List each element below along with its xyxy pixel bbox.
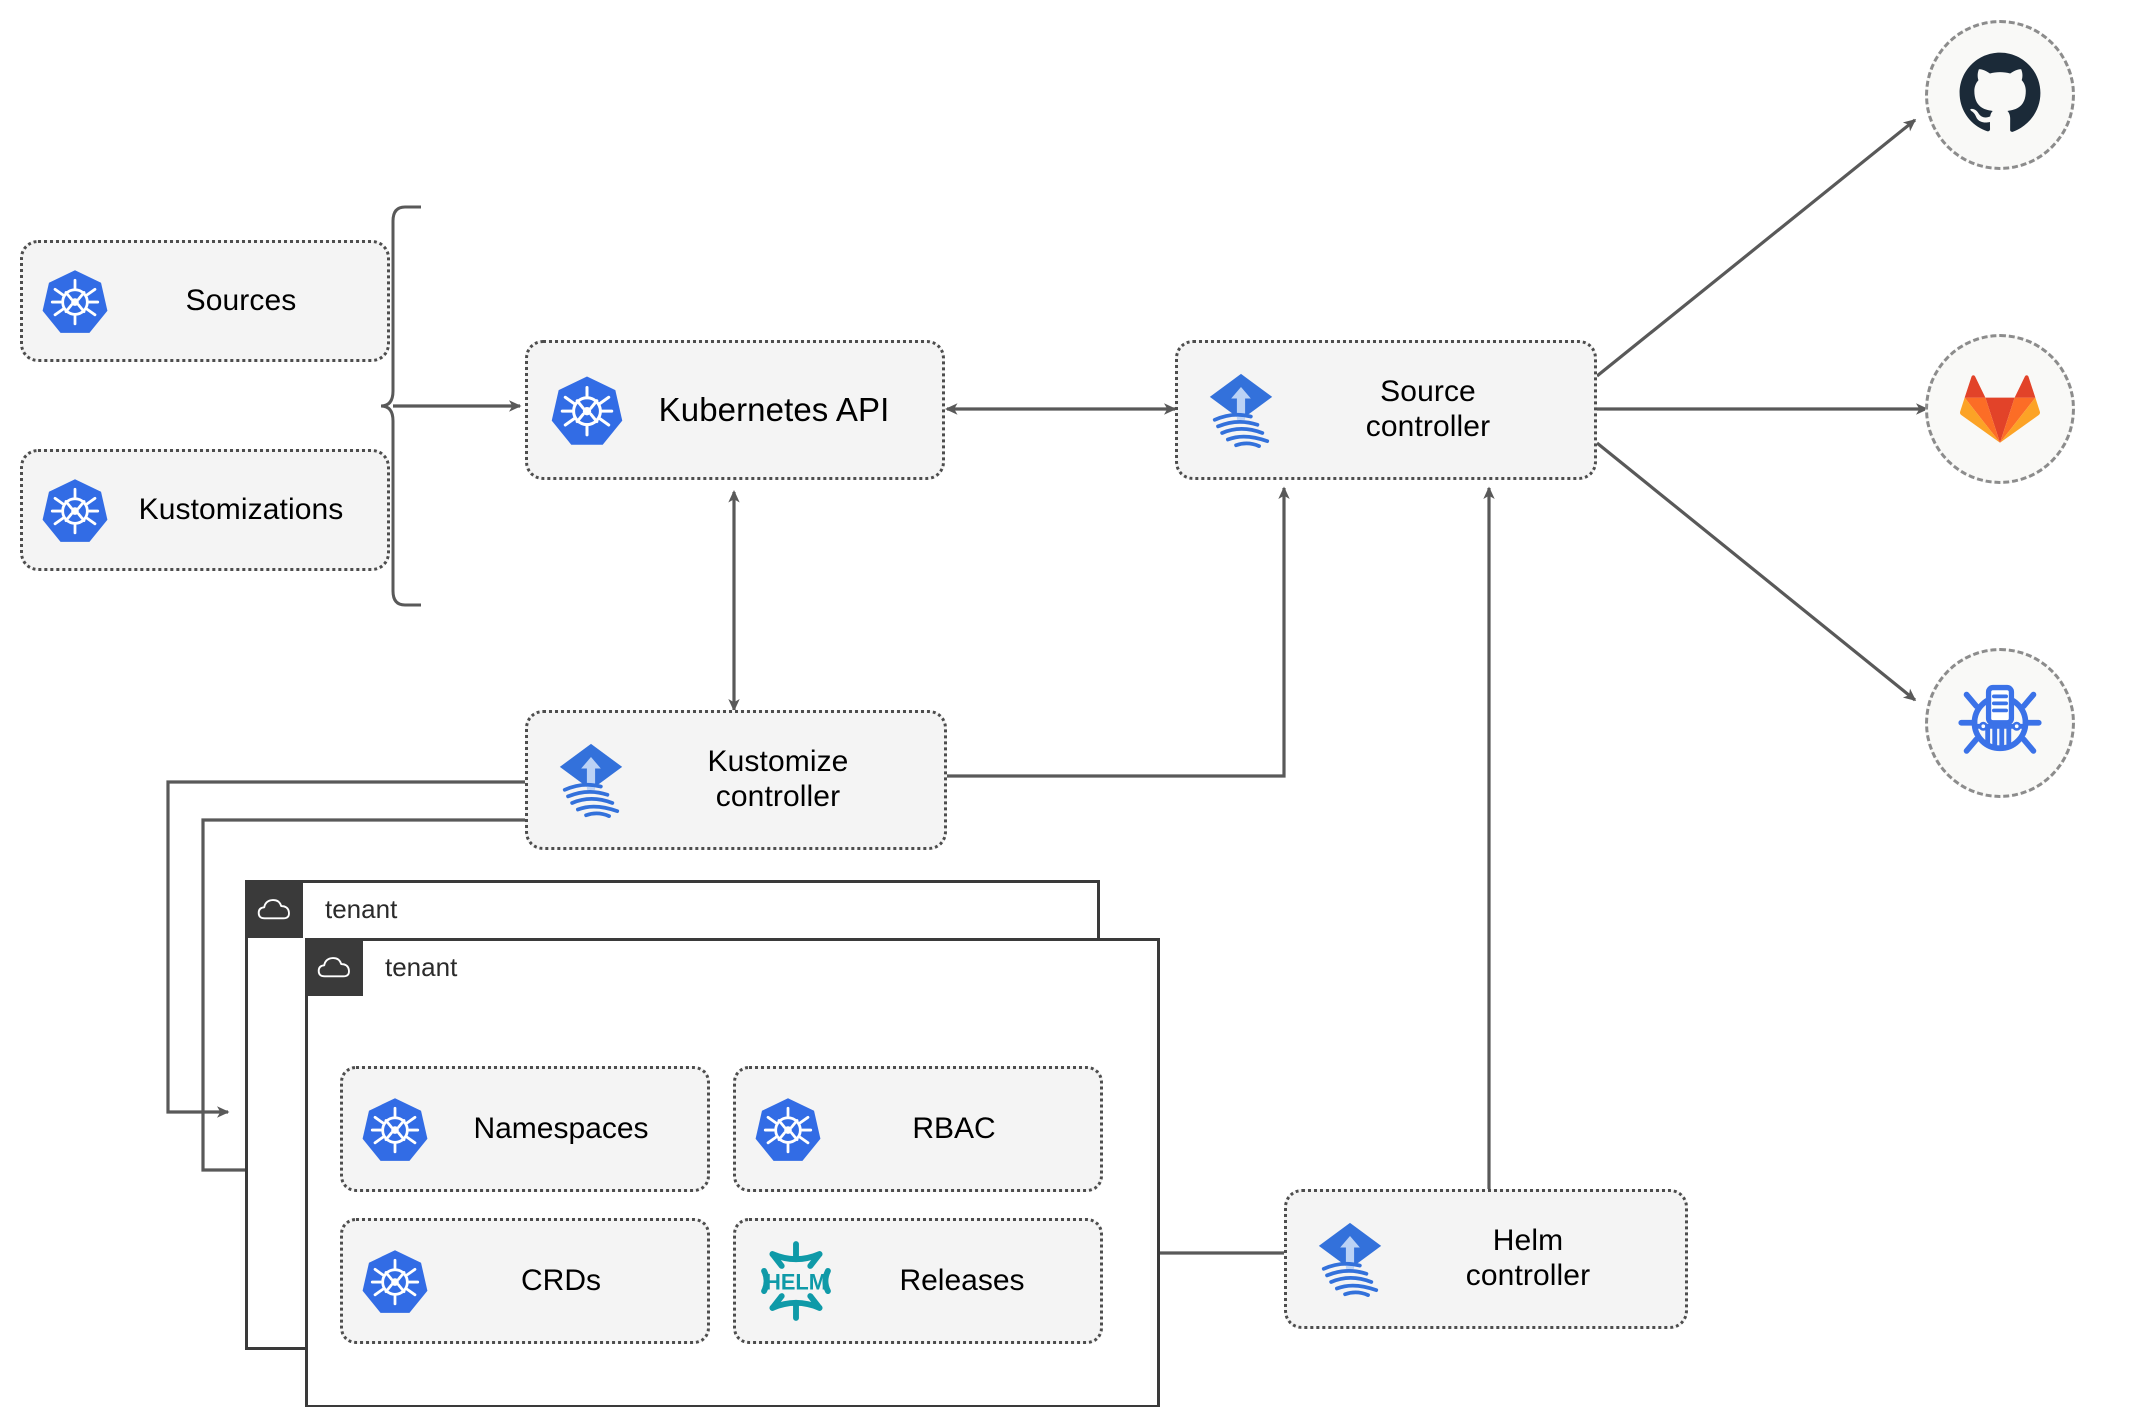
node-helm-controller[interactable]: Helm controller <box>1284 1189 1688 1329</box>
node-label: Helm controller <box>1465 1224 1591 1292</box>
provider-github[interactable] <box>1925 20 2075 170</box>
gitlab-icon <box>1959 368 2041 451</box>
github-icon <box>1956 49 2044 142</box>
resource-label: CRDs <box>521 1264 601 1297</box>
kubernetes-icon <box>361 1095 429 1163</box>
tenant-window-front[interactable]: tenant Namespaces <box>305 938 1160 1407</box>
node-kustomizations[interactable]: Kustomizations <box>20 449 390 571</box>
node-kustomize-controller[interactable]: Kustomize controller <box>525 710 947 850</box>
flux-icon <box>550 739 632 821</box>
bucket-icon <box>1956 677 2044 770</box>
tenant-label: tenant <box>325 893 398 924</box>
tenant-label: tenant <box>385 951 458 982</box>
tenant-tab: tenant <box>245 880 397 938</box>
cloud-icon <box>245 880 303 938</box>
kubernetes-icon <box>41 476 109 544</box>
resource-card-rbac[interactable]: RBAC <box>733 1066 1103 1192</box>
kubernetes-icon <box>361 1247 429 1315</box>
resource-label: RBAC <box>912 1112 996 1145</box>
cloud-icon <box>305 938 363 996</box>
resource-label: Releases <box>899 1264 1025 1297</box>
flux-icon <box>1309 1218 1391 1300</box>
node-label: Kustomizations <box>138 492 344 526</box>
node-label: Kustomize controller <box>707 745 849 813</box>
resource-card-namespaces[interactable]: Namespaces <box>340 1066 710 1192</box>
resource-card-releases[interactable]: HELM Releases <box>733 1218 1103 1344</box>
node-sources[interactable]: Sources <box>20 240 390 362</box>
resource-card-crds[interactable]: CRDs <box>340 1218 710 1344</box>
provider-gitlab[interactable] <box>1925 334 2075 484</box>
node-kubernetes-api[interactable]: Kubernetes API <box>525 340 945 480</box>
node-label: Kubernetes API <box>658 390 890 428</box>
node-label: Sources <box>185 283 297 317</box>
resource-label: Namespaces <box>473 1112 649 1145</box>
provider-bucket[interactable] <box>1925 648 2075 798</box>
tenant-tab: tenant <box>305 938 457 996</box>
node-label: Source controller <box>1365 375 1491 443</box>
helm-icon: HELM <box>754 1239 838 1323</box>
kubernetes-icon <box>550 373 624 447</box>
flux-icon <box>1200 369 1282 451</box>
kubernetes-icon <box>41 267 109 335</box>
node-source-controller[interactable]: Source controller <box>1175 340 1597 480</box>
kubernetes-icon <box>754 1095 822 1163</box>
helm-wordmark: HELM <box>765 1269 827 1294</box>
